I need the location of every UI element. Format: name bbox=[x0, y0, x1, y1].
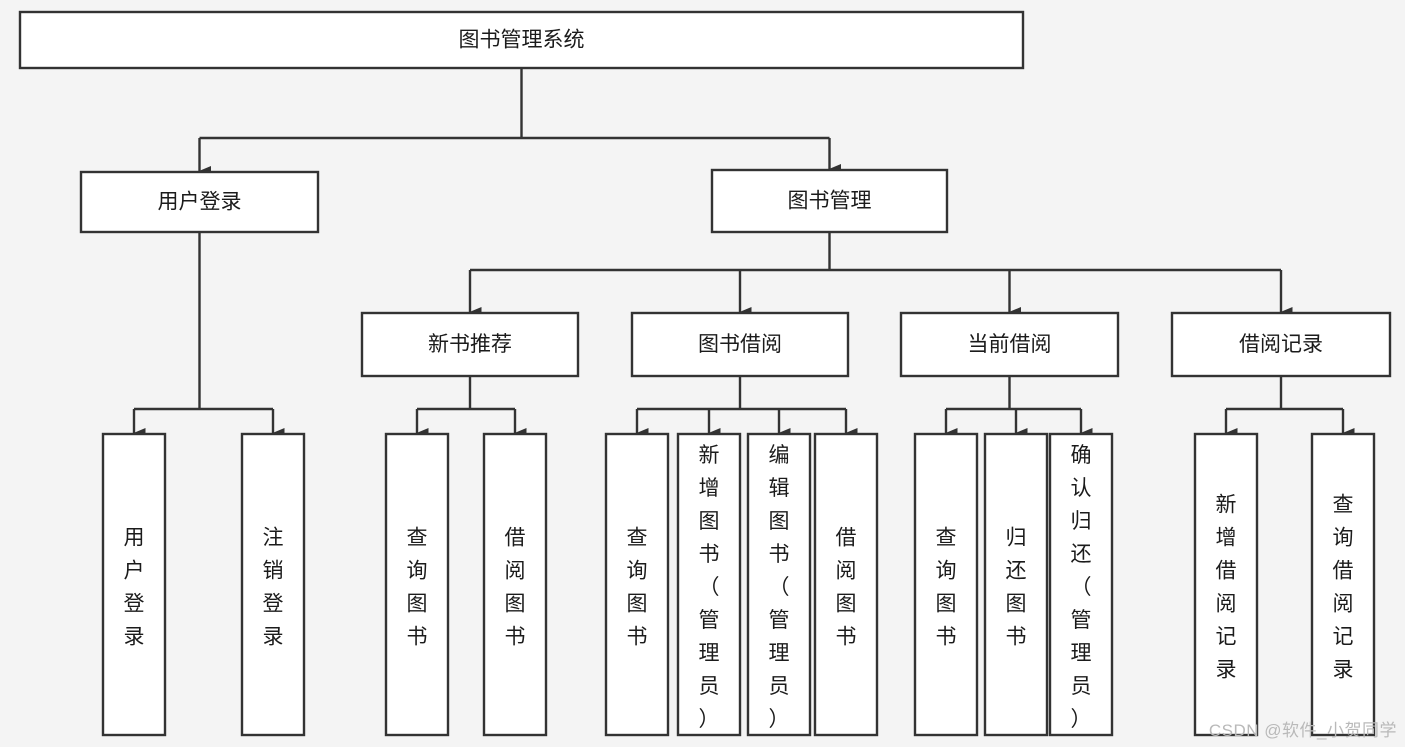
node-box-root bbox=[18, 10, 1025, 70]
node-label-user-login: 用户登录 bbox=[158, 191, 242, 214]
node-box-query-book-1 bbox=[384, 432, 450, 737]
node-box-confirm-return-admin bbox=[1048, 432, 1114, 737]
node-label-add-book-admin: 新增图书（管理员） bbox=[699, 444, 720, 731]
connectors-layer bbox=[132, 68, 1355, 438]
node-box-book-borrow bbox=[630, 311, 850, 378]
node-label-user-logout: 注销登录 bbox=[263, 527, 284, 649]
node-query-book-1[interactable]: 查询图书 bbox=[384, 432, 450, 737]
node-box-borrow-book-1 bbox=[482, 432, 548, 737]
node-label-query-book-2: 查询图书 bbox=[627, 527, 648, 649]
node-user-logout[interactable]: 注销登录 bbox=[240, 432, 306, 737]
node-label-borrow-records: 借阅记录 bbox=[1239, 333, 1323, 356]
node-root[interactable]: 图书管理系统 bbox=[18, 10, 1025, 70]
node-query-book-3[interactable]: 查询图书 bbox=[913, 432, 979, 737]
node-return-book[interactable]: 归还图书 bbox=[983, 432, 1049, 737]
node-borrow-book-1[interactable]: 借阅图书 bbox=[482, 432, 548, 737]
node-label-return-book: 归还图书 bbox=[1006, 527, 1027, 649]
node-book-borrow[interactable]: 图书借阅 bbox=[630, 311, 850, 378]
node-current-borrow[interactable]: 当前借阅 bbox=[899, 311, 1120, 378]
node-label-new-book-recommend: 新书推荐 bbox=[428, 333, 512, 356]
node-label-confirm-return-admin: 确认归还（管理员） bbox=[1071, 444, 1092, 731]
node-label-edit-book-admin: 编辑图书（管理员） bbox=[769, 444, 790, 731]
node-box-query-book-2 bbox=[604, 432, 670, 737]
node-box-current-borrow bbox=[899, 311, 1120, 378]
node-box-new-book-recommend bbox=[360, 311, 580, 378]
node-label-add-borrow-record: 新增借阅记录 bbox=[1216, 494, 1237, 682]
node-label-current-borrow: 当前借阅 bbox=[968, 333, 1052, 356]
node-box-borrow-records bbox=[1170, 311, 1392, 378]
nodes-layer: 图书管理系统用户登录用户登录注销登录图书管理新书推荐查询图书借阅图书图书借阅查询… bbox=[18, 10, 1392, 737]
node-label-user-login-do: 用户登录 bbox=[124, 527, 145, 649]
node-label-book-management: 图书管理 bbox=[788, 190, 872, 213]
node-box-user-logout bbox=[240, 432, 306, 737]
node-label-query-book-3: 查询图书 bbox=[936, 527, 957, 649]
node-edit-book-admin[interactable]: 编辑图书（管理员） bbox=[746, 432, 812, 737]
node-label-query-borrow-record: 查询借阅记录 bbox=[1333, 494, 1354, 682]
node-label-root: 图书管理系统 bbox=[459, 29, 585, 52]
node-box-book-management bbox=[710, 168, 949, 234]
node-box-edit-book-admin bbox=[746, 432, 812, 737]
node-user-login[interactable]: 用户登录 bbox=[79, 170, 320, 234]
node-label-query-book-1: 查询图书 bbox=[407, 527, 428, 649]
node-book-management[interactable]: 图书管理 bbox=[710, 168, 949, 234]
node-borrow-book-2[interactable]: 借阅图书 bbox=[813, 432, 879, 737]
node-user-login-do[interactable]: 用户登录 bbox=[101, 432, 167, 737]
node-box-query-borrow-record bbox=[1310, 432, 1376, 737]
node-box-return-book bbox=[983, 432, 1049, 737]
node-add-book-admin[interactable]: 新增图书（管理员） bbox=[676, 432, 742, 737]
node-add-borrow-record[interactable]: 新增借阅记录 bbox=[1193, 432, 1259, 737]
node-borrow-records[interactable]: 借阅记录 bbox=[1170, 311, 1392, 378]
node-label-book-borrow: 图书借阅 bbox=[698, 333, 782, 356]
node-new-book-recommend[interactable]: 新书推荐 bbox=[360, 311, 580, 378]
node-box-add-book-admin bbox=[676, 432, 742, 737]
node-label-borrow-book-2: 借阅图书 bbox=[836, 527, 857, 649]
node-box-user-login bbox=[79, 170, 320, 234]
node-box-query-book-3 bbox=[913, 432, 979, 737]
node-box-user-login-do bbox=[101, 432, 167, 737]
node-confirm-return-admin[interactable]: 确认归还（管理员） bbox=[1048, 432, 1114, 737]
node-label-borrow-book-1: 借阅图书 bbox=[505, 527, 526, 649]
node-query-borrow-record[interactable]: 查询借阅记录 bbox=[1310, 432, 1376, 737]
node-box-borrow-book-2 bbox=[813, 432, 879, 737]
node-box-add-borrow-record bbox=[1193, 432, 1259, 737]
node-query-book-2[interactable]: 查询图书 bbox=[604, 432, 670, 737]
